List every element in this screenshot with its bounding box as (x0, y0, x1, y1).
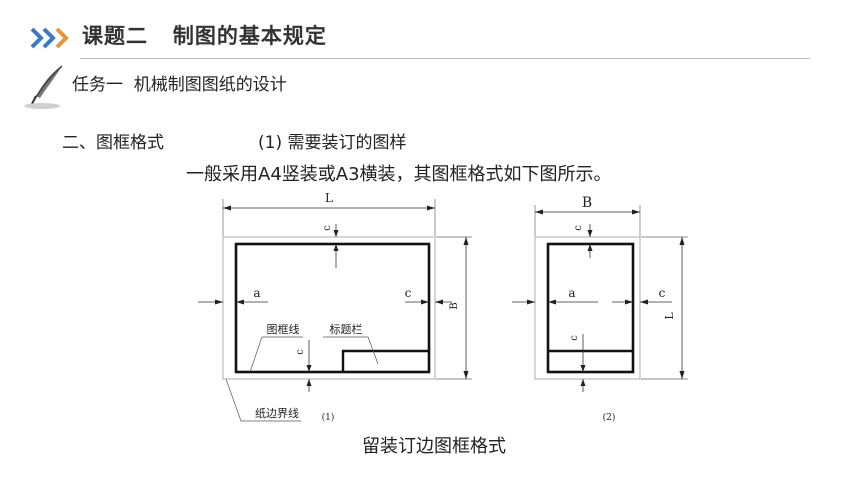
header-divider (80, 58, 810, 59)
drawing-frame (546, 242, 635, 374)
drawing-a4-vertical (512, 205, 688, 392)
dim-label-top-2: B (582, 195, 592, 211)
label-c-bottom-2: c (569, 335, 580, 341)
chevron-arrows-icon (30, 27, 69, 49)
label-paper-border: 纸边界线 (255, 406, 299, 420)
task-title: 任务一 机械制图图纸的设计 (72, 75, 287, 95)
figure-caption: 留装订边图框格式 (362, 436, 506, 457)
drawing-frame (234, 242, 431, 374)
label-c-right: c (405, 286, 412, 300)
title-block (341, 349, 429, 372)
paper-border (534, 236, 641, 380)
paper-border (222, 236, 436, 380)
figure-number-2: (2) (603, 412, 616, 423)
section-subtitle: (1) 需要装订的图样 (258, 133, 407, 153)
label-frame-line: 图框线 (267, 322, 300, 336)
dim-label-right: B (449, 302, 460, 309)
header-title: 课题二 制图的基本规定 (82, 24, 327, 48)
label-c-right-2: c (659, 286, 666, 300)
section-title: 二、图框格式 (62, 133, 164, 153)
label-c-bottom: c (295, 349, 306, 355)
label-c-top: c (322, 225, 333, 231)
drawing-a3-horizontal (198, 199, 472, 422)
label-a: a (253, 286, 260, 300)
label-a-2: a (568, 286, 575, 300)
label-c-top-2: c (573, 225, 584, 231)
dim-label-right-2: L (663, 312, 676, 320)
body-text: 一般采用A4竖装或A3横装，其图框格式如下图所示。 (186, 164, 612, 185)
figure-number-1: (1) (322, 412, 335, 423)
label-title-block: 标题栏 (330, 322, 363, 336)
dim-label-top: L (325, 191, 333, 205)
quill-icon (24, 65, 63, 109)
